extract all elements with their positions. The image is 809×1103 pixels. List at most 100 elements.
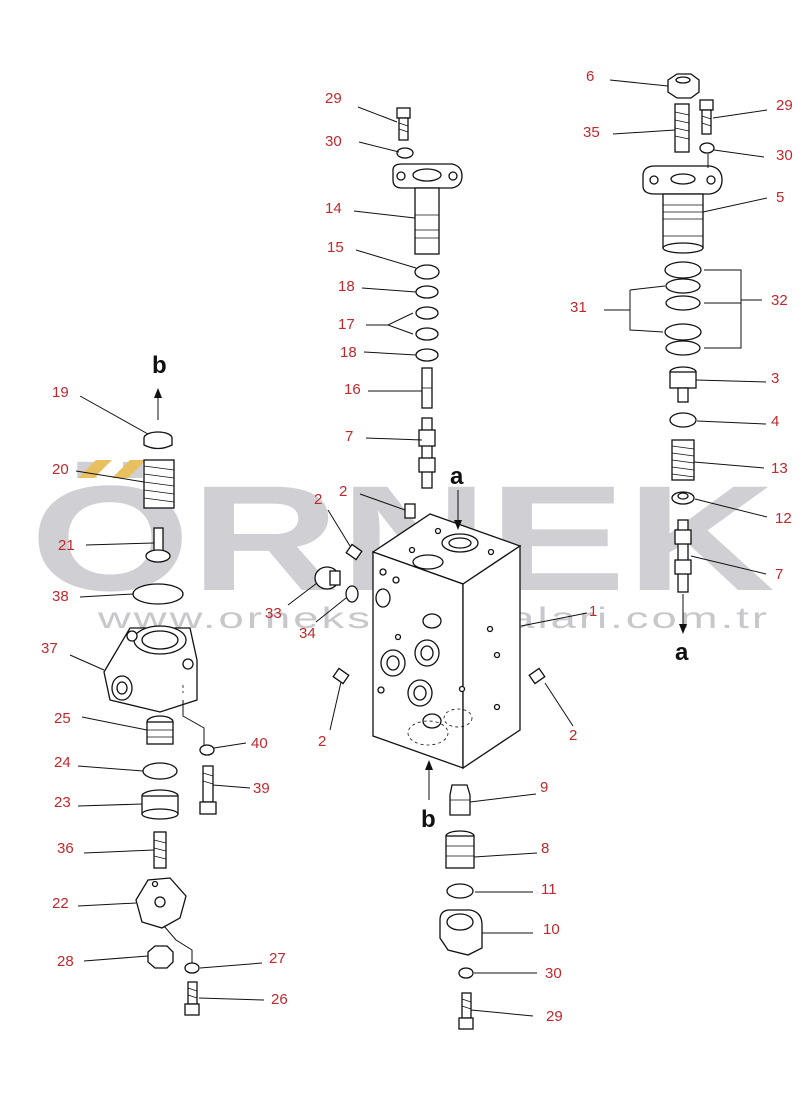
- callout-38: 38: [52, 588, 69, 605]
- spring-13: [671, 439, 695, 481]
- o-ring-17-lower: [415, 327, 439, 341]
- callout-29: 29: [325, 90, 342, 107]
- washer-30-right: [699, 142, 715, 154]
- bolt-26: [184, 981, 200, 1016]
- plug-2-left-upper: [345, 543, 363, 561]
- callout-22: 22: [52, 895, 69, 912]
- flow-arrows: [154, 388, 687, 800]
- washer-40: [199, 744, 215, 756]
- o-ring-17-upper: [415, 306, 439, 320]
- o-ring-34: [345, 585, 359, 603]
- callout-16: 16: [344, 381, 361, 398]
- nut-6: [667, 73, 700, 99]
- callout-10: 10: [543, 921, 560, 938]
- bolt-29-center: [396, 107, 411, 141]
- callout-2: 2: [318, 733, 326, 750]
- callout-8: 8: [541, 840, 549, 857]
- callout-12: 12: [775, 510, 792, 527]
- callout-20: 20: [52, 461, 69, 478]
- callout-2: 2: [339, 483, 347, 500]
- center-parts: [314, 107, 546, 1030]
- callout-37: 37: [41, 640, 58, 657]
- o-ring-24: [142, 762, 178, 780]
- watermark-logo-mark: [78, 460, 112, 478]
- callout-28: 28: [57, 953, 74, 970]
- washer-30-center: [396, 147, 414, 159]
- sleeve-8: [445, 830, 475, 869]
- callout-3: 3: [771, 370, 779, 387]
- stud-36: [153, 831, 167, 869]
- plug-33: [314, 566, 341, 590]
- callout-34: 34: [299, 625, 316, 642]
- callout-9: 9: [540, 779, 548, 796]
- plug-2-left-lower: [332, 667, 350, 685]
- flow-markers: b a b a: [152, 352, 689, 833]
- plug-2-top: [404, 503, 416, 519]
- housing-37: [103, 625, 198, 713]
- bolt-29-right: [699, 99, 714, 135]
- ring-31-b: [664, 323, 702, 341]
- callout-25: 25: [54, 710, 71, 727]
- callout-24: 24: [54, 754, 71, 771]
- right-parts: [642, 73, 723, 593]
- callout-2: 2: [314, 491, 322, 508]
- spool-7-center: [418, 417, 436, 489]
- seat-12: [671, 491, 695, 505]
- callout-13: 13: [771, 460, 788, 477]
- callout-23: 23: [54, 794, 71, 811]
- ring-31-a: [665, 278, 701, 294]
- o-ring-38: [132, 583, 184, 605]
- callouts: 29 30 14 15 18 17 18 16 7 2 2 33 34 1 2 …: [41, 68, 793, 1025]
- stud-35: [674, 103, 690, 153]
- callout-14: 14: [325, 200, 342, 217]
- backup-ring-18-lower: [415, 348, 439, 362]
- plug-9: [449, 784, 471, 816]
- callout-7: 7: [775, 566, 783, 583]
- callout-26: 26: [271, 991, 288, 1008]
- valve-body-1: [371, 513, 522, 770]
- callout-31: 31: [570, 299, 587, 316]
- cover-5: [642, 165, 723, 254]
- leader-lines: [69, 79, 768, 1017]
- left-parts: [103, 431, 217, 1016]
- callout-21: 21: [58, 537, 75, 554]
- callout-35: 35: [583, 124, 600, 141]
- flange-22: [135, 877, 187, 929]
- callout-30: 30: [776, 147, 793, 164]
- washer-27: [184, 962, 200, 974]
- callout-29: 29: [776, 97, 793, 114]
- watermark-logo-mark-2: [112, 460, 146, 478]
- callout-4: 4: [771, 413, 779, 430]
- flow-marker-b-bottom: b: [421, 806, 436, 833]
- piston-23: [141, 789, 179, 820]
- pin-21: [145, 527, 171, 563]
- callout-29: 29: [546, 1008, 563, 1025]
- ring-32-a: [664, 261, 702, 279]
- o-ring-11: [446, 883, 474, 899]
- callout-15: 15: [327, 239, 344, 256]
- washer-30-lower: [458, 967, 474, 979]
- callout-11: 11: [541, 881, 557, 898]
- backup-ring-18-upper: [415, 285, 439, 299]
- callout-32: 32: [771, 292, 788, 309]
- callout-39: 39: [253, 780, 270, 797]
- callout-27: 27: [269, 950, 286, 967]
- flange-cover-10: [439, 909, 483, 956]
- spool-7-right: [674, 519, 692, 593]
- plug-14: [392, 163, 463, 255]
- piston-3: [669, 366, 697, 403]
- callout-6: 6: [586, 68, 594, 85]
- plug-25: [146, 715, 174, 745]
- ring-32-c: [665, 340, 701, 356]
- flow-marker-a-top: a: [450, 463, 464, 490]
- callout-2: 2: [569, 727, 577, 744]
- plug-2-right: [528, 667, 546, 685]
- ring-32-b: [665, 295, 701, 311]
- cap-19: [143, 431, 173, 450]
- callout-40: 40: [251, 735, 268, 752]
- callout-18: 18: [340, 344, 357, 361]
- callout-30: 30: [545, 965, 562, 982]
- callout-30: 30: [325, 133, 342, 150]
- callout-19: 19: [52, 384, 69, 401]
